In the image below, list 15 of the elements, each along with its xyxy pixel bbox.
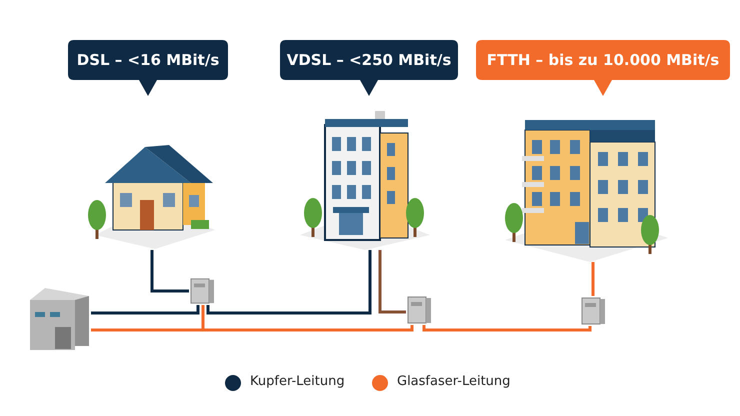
legend-label: Kupfer-Leitung xyxy=(250,374,345,389)
cable-line xyxy=(206,250,372,314)
cable-line xyxy=(91,305,200,314)
speech-bubble: DSL – <16 MBit/s xyxy=(68,40,228,96)
cable-line xyxy=(150,250,189,292)
cable-line xyxy=(422,325,592,332)
cable-line xyxy=(592,262,594,296)
cable-line xyxy=(91,325,414,332)
speech-bubble: VDSL – <250 MBit/s xyxy=(280,40,458,96)
cabinet-drawing xyxy=(580,296,606,326)
cabinet-drawing xyxy=(406,295,432,325)
cable-line xyxy=(378,250,406,314)
speech-bubble: FTTH – bis zu 10.000 MBit/s xyxy=(476,40,730,96)
cabinet-drawing xyxy=(189,277,215,305)
legend-label: Glasfaser-Leitung xyxy=(397,374,510,389)
